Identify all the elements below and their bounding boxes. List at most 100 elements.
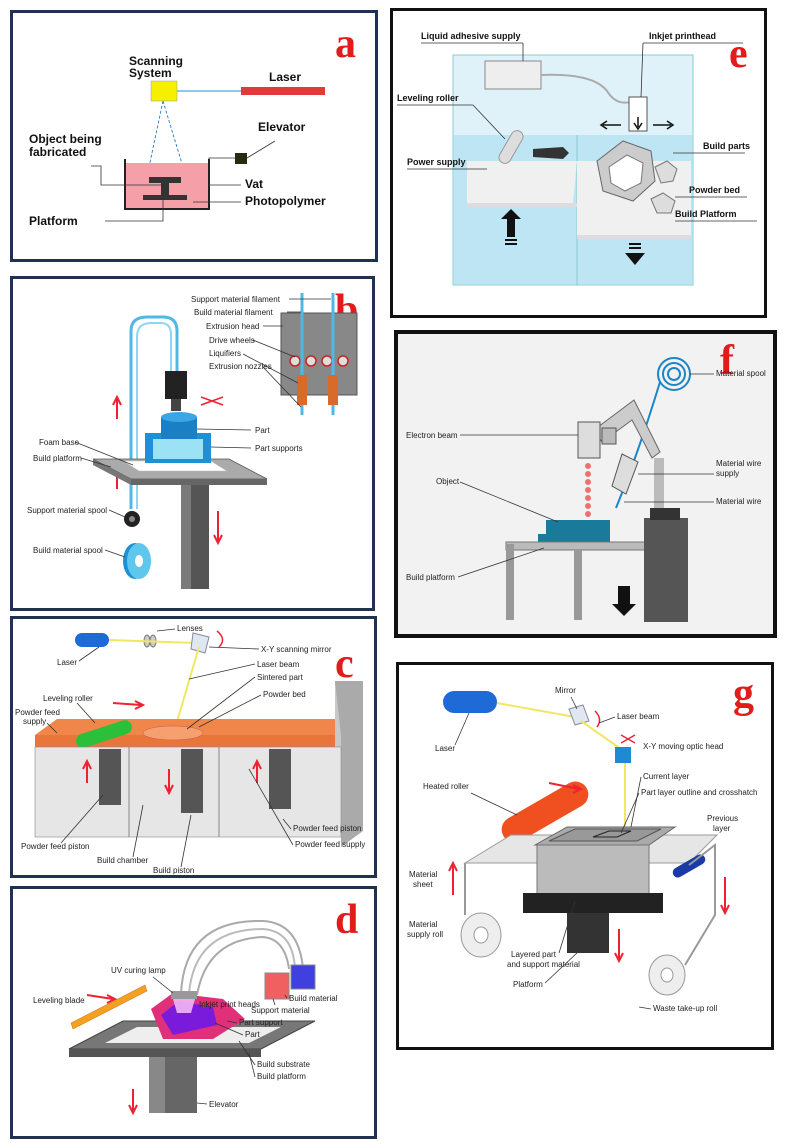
label-material-wire: Material wire [716,497,762,506]
panel-e-binder-jetting: e Liquid adhesive supply [390,8,767,318]
label-leveling-roller: Leveling roller [43,694,93,703]
inkjet-printhead [628,96,648,132]
label-build-piston: Build piston [153,866,194,875]
label-previous-layer-2: layer [713,824,731,833]
current-layer [548,828,662,842]
laser-bar [241,87,325,95]
panel-g-letter: g [733,671,754,717]
label-extrusion-nozzles: Extrusion nozzles [209,362,272,371]
label-build-platform: Build platform [33,454,82,463]
label-laser: Laser [435,744,455,753]
mirror [568,704,590,726]
label-liquifiers: Liquifiers [209,349,241,358]
label-leveling-roller: Leveling roller [397,93,459,103]
leveling-roller [76,720,132,748]
platform [523,893,663,913]
label-heated-roller: Heated roller [423,782,469,791]
label-part-support: Part support [239,1018,283,1027]
build-piston [181,749,203,813]
electron-beam [585,511,591,517]
transfer-roller [672,854,706,878]
label-build-filament: Build material filament [194,308,273,317]
label-inkjet-printhead: Inkjet printhead [649,31,716,41]
label-part: Part [245,1030,260,1039]
up-arrow [501,209,521,237]
label-object-2: fabricated [29,145,86,159]
build-material-tank [290,964,316,990]
panel-e-letter: e [729,31,748,77]
layered-part [536,844,650,896]
label-elevator: Elevator [209,1100,239,1109]
label-powder-bed: Powder bed [689,185,740,195]
label-layered-part-1: Layered part [511,950,557,959]
label-wire-supply-1: Material wire [716,459,762,468]
leveling-blade [70,984,148,1030]
part [161,417,197,439]
inkjet-print-heads [171,991,197,999]
sintered-part [142,725,204,741]
label-build-spool: Build material spool [33,546,103,555]
panel-d-letter: d [335,897,358,943]
object [546,520,610,542]
scanning-system-box [150,80,178,102]
label-support-filament: Support material filament [191,295,281,304]
elevator-block [235,153,247,164]
label-powder-feed-piston-right: Powder feed piston [293,824,362,833]
label-mirror: Mirror [555,686,576,695]
filament-tube-1 [129,315,179,509]
build-part-small-1 [654,160,678,184]
label-laser: Laser [269,70,301,84]
label-electron-beam: Electron beam [406,431,458,440]
label-powder-feed-piston-left: Powder feed piston [21,842,90,851]
label-drive-wheels: Drive wheels [209,336,255,345]
leveling-roller [498,130,524,164]
machine-base [644,518,688,622]
label-supply-roll-2: supply roll [407,930,443,939]
wire-feeder [611,453,639,495]
label-build-substrate: Build substrate [257,1060,310,1069]
part-outline [592,830,632,838]
label-support-spool: Support material spool [27,506,107,515]
label-object-1: Object being [29,132,102,146]
panel-c-selective-laser-sintering: c Lenses Laser X-Y scanning mirror [10,616,377,878]
down-arrow [625,253,645,265]
vat-walls [124,159,210,210]
laser-emitter [75,633,109,647]
label-scanning-system-2: System [129,66,172,80]
electron-beam-gun [577,421,601,459]
down-arrow [612,586,636,616]
label-build-platform: Build platform [257,1072,306,1081]
label-powder-feed-supply-right: Powder feed supply [295,840,365,849]
label-liquid-adhesive: Liquid adhesive supply [421,31,521,41]
panel-f-directed-energy-deposition: f Material spool Electron beam [394,330,777,638]
laser-emitter [443,691,497,713]
build-platform-surface [577,235,691,239]
laser-beam [580,720,622,750]
label-build-chamber: Build chamber [97,856,148,865]
label-object: Object [436,477,460,486]
build-part-small-2 [650,192,676,214]
label-power-supply: Power supply [407,157,466,167]
label-lenses: Lenses [177,624,203,633]
label-laser-beam: Laser beam [257,660,300,669]
label-material-sheet-1: Material [409,870,438,879]
label-inkjet-heads: Inkjet print heads [199,1000,260,1009]
build-platform [505,541,657,551]
part [161,1001,217,1035]
liquid-adhesive-supply [484,60,542,90]
panel-f-letter: f [720,338,735,384]
panel-a-letter: a [335,21,356,67]
label-build-parts: Build parts [703,141,750,151]
label-build-platform: Build Platform [675,209,737,219]
label-material-sheet-2: sheet [413,880,433,889]
label-sintered-part: Sintered part [257,673,304,682]
label-powder-bed: Powder bed [263,690,306,699]
label-part: Part [255,426,270,435]
label-wire-supply-2: supply [716,469,739,478]
label-powder-feed-supply-left-2: supply [23,717,46,726]
label-supply-roll-1: Material [409,920,438,929]
xy-scanning-mirror [190,632,210,654]
powder-feed-piston-right [269,749,291,809]
label-platform: Platform [29,214,78,228]
powder-feed-piston-left [99,749,121,805]
